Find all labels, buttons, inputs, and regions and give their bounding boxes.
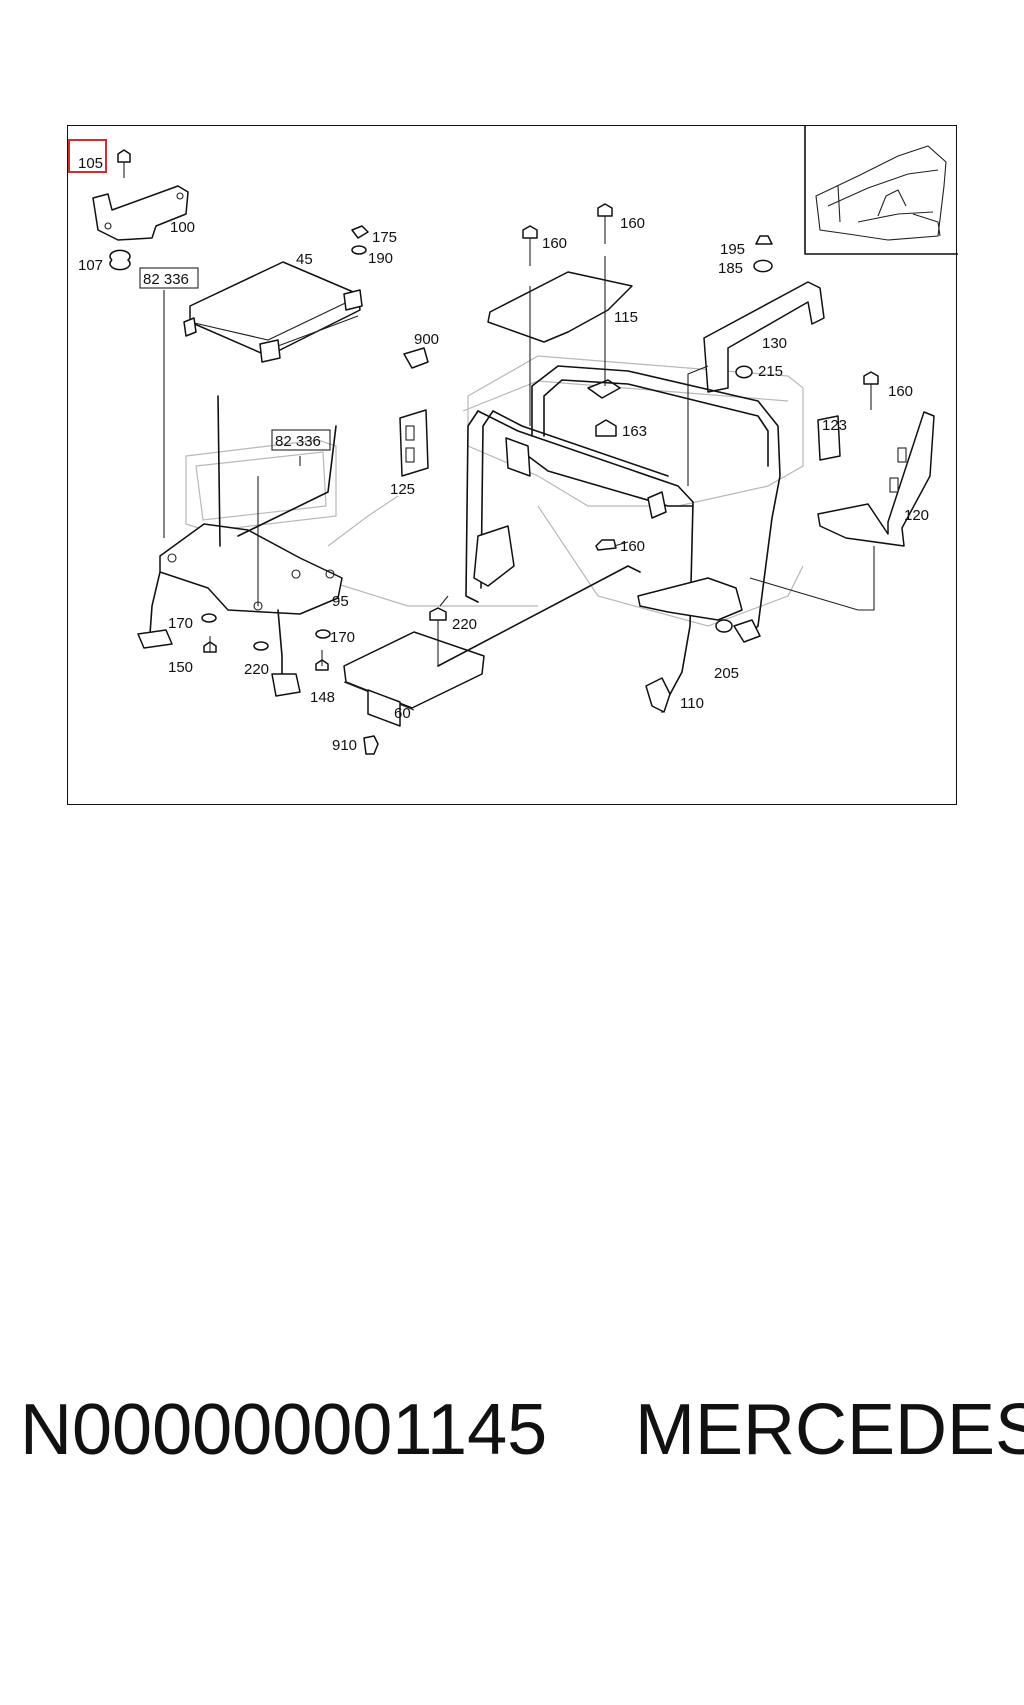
part-95-tray <box>137 395 343 697</box>
hardware-170-150-220-148 <box>201 613 331 671</box>
label-163[interactable]: 163 <box>622 423 647 440</box>
label-82336-lower[interactable]: 82 336 <box>275 433 321 450</box>
label-185[interactable]: 185 <box>718 260 743 277</box>
label-115[interactable]: 115 <box>614 309 638 326</box>
part-45-control-unit <box>183 225 369 363</box>
label-45[interactable]: 45 <box>296 251 313 268</box>
label-107[interactable]: 107 <box>78 257 103 274</box>
label-110[interactable]: 110 <box>680 695 704 712</box>
vehicle-location-inset <box>804 126 958 255</box>
part-caption: N000000001145 MERCEDES <box>20 1375 1024 1485</box>
label-160-d[interactable]: 160 <box>620 538 645 555</box>
label-175[interactable]: 175 <box>372 229 397 246</box>
label-900[interactable]: 900 <box>414 331 439 348</box>
label-910[interactable]: 910 <box>332 737 357 754</box>
label-220-b[interactable]: 220 <box>452 616 477 633</box>
part-number: N000000001145 <box>20 1390 548 1470</box>
label-190[interactable]: 190 <box>368 250 393 267</box>
label-123[interactable]: 123 <box>822 417 847 434</box>
label-160-c[interactable]: 160 <box>888 383 913 400</box>
label-148[interactable]: 148 <box>310 689 335 706</box>
label-95[interactable]: 95 <box>332 593 349 610</box>
label-60[interactable]: 60 <box>394 705 411 722</box>
part-110-frame <box>465 365 781 713</box>
label-215[interactable]: 215 <box>758 363 783 380</box>
parts-900-125 <box>399 347 429 477</box>
label-130[interactable]: 130 <box>762 335 787 352</box>
part-205-mount <box>637 577 743 633</box>
brand-name: MERCEDES <box>635 1390 1024 1470</box>
label-120[interactable]: 120 <box>904 507 929 524</box>
battery-outline <box>185 355 804 627</box>
leader-lines <box>163 256 875 611</box>
label-170-a[interactable]: 170 <box>168 615 193 632</box>
callout-labels: 105 100 107 82 336 45 175 190 900 82 336… <box>78 155 929 754</box>
part-100-bracket <box>92 149 189 271</box>
label-82336-upper[interactable]: 82 336 <box>143 271 189 288</box>
label-170-b[interactable]: 170 <box>330 629 355 646</box>
selected-part-highlight <box>68 139 107 173</box>
exploded-view-drawing: 105 100 107 82 336 45 175 190 900 82 336… <box>68 126 958 755</box>
part-130-bracket <box>703 235 825 393</box>
label-195[interactable]: 195 <box>720 241 745 258</box>
label-150[interactable]: 150 <box>168 659 193 676</box>
label-125[interactable]: 125 <box>390 481 415 498</box>
part-60-module <box>343 565 641 755</box>
label-100[interactable]: 100 <box>170 219 195 236</box>
label-205[interactable]: 205 <box>714 665 739 682</box>
part-120-bracket <box>817 371 935 547</box>
label-220-a[interactable]: 220 <box>244 661 269 678</box>
label-160-b[interactable]: 160 <box>620 215 645 232</box>
parts-diagram: 105 100 107 82 336 45 175 190 900 82 336… <box>67 125 958 805</box>
label-160-a[interactable]: 160 <box>542 235 567 252</box>
label-105[interactable]: 105 <box>78 155 103 172</box>
